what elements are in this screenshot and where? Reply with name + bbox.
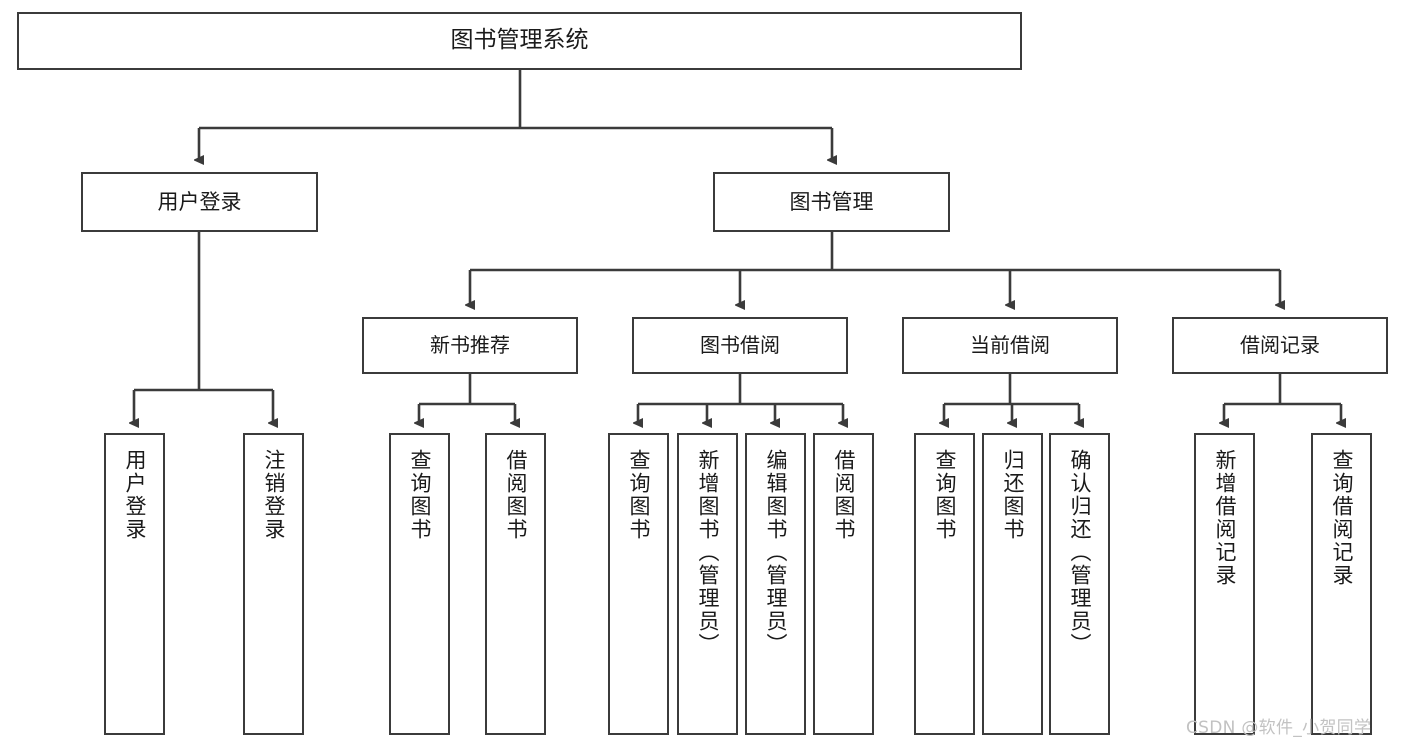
node-label: 借阅图书 [504, 449, 528, 541]
node-label: 查询借阅记录 [1330, 449, 1354, 587]
node-label: 用户登录 [157, 189, 242, 214]
node-label: 用户登录 [123, 449, 147, 541]
node-leaf-borrow-book[interactable]: 借阅图书 [813, 433, 874, 735]
node-leaf-logout[interactable]: 注销登录 [243, 433, 304, 735]
node-leaf-add-borrow-record[interactable]: 新增借阅记录 [1194, 433, 1255, 735]
node-label: 查询图书 [408, 449, 432, 541]
node-label: 借阅图书 [832, 449, 856, 541]
node-user-login[interactable]: 用户登录 [81, 172, 318, 232]
node-leaf-return-book[interactable]: 归还图书 [982, 433, 1043, 735]
node-label: 新书推荐 [430, 332, 510, 357]
node-label: 归还图书 [1001, 449, 1025, 541]
node-leaf-confirm-return-admin[interactable]: 确认归还（管理员） [1049, 433, 1110, 735]
node-new-book-recommend[interactable]: 新书推荐 [362, 317, 578, 374]
node-label: 查询图书 [933, 449, 957, 541]
node-current-borrow[interactable]: 当前借阅 [902, 317, 1118, 374]
node-root-system[interactable]: 图书管理系统 [17, 12, 1022, 70]
node-label: 编辑图书（管理员） [764, 449, 788, 656]
node-leaf-user-login[interactable]: 用户登录 [104, 433, 165, 735]
node-label: 当前借阅 [970, 332, 1050, 357]
node-leaf-add-book-admin[interactable]: 新增图书（管理员） [677, 433, 738, 735]
node-book-management[interactable]: 图书管理 [713, 172, 950, 232]
node-label: 图书管理系统 [450, 27, 589, 54]
node-leaf-query-book-current[interactable]: 查询图书 [914, 433, 975, 735]
node-label: 借阅记录 [1240, 332, 1320, 357]
node-label: 查询图书 [627, 449, 651, 541]
node-leaf-query-book-borrow[interactable]: 查询图书 [608, 433, 669, 735]
node-label: 新增图书（管理员） [696, 449, 720, 656]
node-label: 注销登录 [262, 449, 286, 541]
node-book-borrow[interactable]: 图书借阅 [632, 317, 848, 374]
csdn-watermark: CSDN @软件_小贺同学 [1186, 718, 1372, 738]
node-label: 新增借阅记录 [1213, 449, 1237, 587]
node-leaf-edit-book-admin[interactable]: 编辑图书（管理员） [745, 433, 806, 735]
node-borrow-records[interactable]: 借阅记录 [1172, 317, 1388, 374]
node-label: 图书借阅 [700, 332, 780, 357]
node-label: 确认归还（管理员） [1068, 449, 1092, 656]
node-leaf-borrow-book-recommend[interactable]: 借阅图书 [485, 433, 546, 735]
node-leaf-query-borrow-record[interactable]: 查询借阅记录 [1311, 433, 1372, 735]
node-leaf-query-book-recommend[interactable]: 查询图书 [389, 433, 450, 735]
node-label: 图书管理 [789, 189, 874, 214]
